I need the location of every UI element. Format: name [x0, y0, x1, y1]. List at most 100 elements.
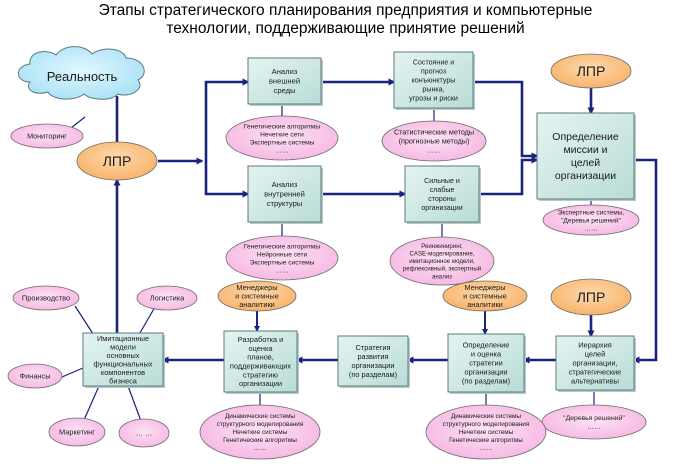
box-market-line-3: конъюнктуры [412, 76, 456, 84]
box-hierarchy-shape [555, 335, 635, 391]
orange-managers-right-line-2: и системные [463, 292, 507, 301]
box-imitation: Имитационныемоделиосновныхфункциональных… [82, 332, 165, 388]
box-strat-dev-line-1: Стратегия [355, 343, 390, 352]
lpr-mid-right: ЛПР [550, 278, 632, 316]
sat-production: Производство [12, 285, 80, 311]
sat-production-shape [12, 285, 80, 311]
ell-swot-tech: Реинжиниринг,CASE-моделирование,имитацио… [389, 236, 495, 286]
sat-production-label: Производство [22, 294, 70, 303]
box-imitation-line-1: Имитационные [97, 334, 149, 343]
diagram-title: Этапы стратегического планирования предп… [0, 2, 691, 38]
box-struct-line-2: внутренней [264, 190, 305, 199]
box-market-line-1: Состояние и [413, 58, 454, 66]
ell-dyn-right-line-5: …… [480, 445, 493, 452]
box-env-shape [247, 57, 322, 105]
box-strat-dev-line-4: (по разделам) [349, 370, 397, 379]
box-env-line-1: Анализ [272, 67, 298, 76]
box-strat-eval-line-2: и оценка [471, 350, 502, 359]
cloud-shape [17, 46, 145, 100]
box-plans-line-4: поддерживающих [230, 361, 292, 370]
box-strat-dev-line-2: развития [357, 352, 388, 361]
ell-struct-tech-line-1: Генетические алгоритмы [244, 243, 320, 250]
box-imitation-line-5: компонентов [101, 368, 145, 377]
box-env-line-2: внешней [269, 77, 300, 86]
lpr-left: ЛПР [76, 141, 158, 181]
box-plans-line-1: Разработка и [238, 335, 284, 344]
box-mission-line-1: Определение [552, 131, 619, 143]
box-market-line-2: прогноз [421, 67, 446, 75]
link-other [127, 385, 142, 422]
ell-dyn-left-line-1: Динамические системы [225, 413, 295, 420]
title-line-1: Этапы стратегического планирования предп… [98, 2, 593, 19]
arrow-market-to-mission [473, 80, 539, 160]
ell-swot-tech-line-2: CASE-моделирование, [410, 251, 475, 258]
ell-mission-tech-line-2: "Деревья решений" [561, 216, 621, 224]
ell-trees-shape [541, 404, 647, 440]
ell-swot-tech-line-1: Реинжиниринг, [421, 243, 463, 250]
ell-struct-tech-line-4: …… [275, 267, 288, 274]
ell-dyn-right-line-2: структурного моделирования [443, 421, 530, 428]
ell-env-tech-line-3: Экспертные системы [250, 139, 315, 146]
ell-trees-line-1: "Деревья решений" [563, 414, 625, 422]
sat-finance-label: Финансы [19, 372, 50, 381]
orange-managers-left-line-2: и системные [235, 292, 279, 301]
orange-managers-left-shape [217, 280, 297, 312]
ell-mission-tech-shape [542, 204, 640, 236]
ell-dyn-left-line-3: Нечеткие системы [233, 429, 288, 436]
ell-swot-tech-line-4: рефлексивный, экспертный [403, 266, 481, 273]
lpr-top-right-label: ЛПР [577, 63, 606, 79]
ell-swot-tech-shape [389, 236, 495, 286]
ell-env-tech-shape [225, 115, 339, 161]
box-swot-line-1: Сильные и [424, 177, 460, 185]
ell-struct-tech-line-2: Нейронные сети [257, 250, 308, 258]
process-boxes: АнализвнешнейсредыАнализвнутреннейструкт… [82, 51, 636, 394]
arrow-mission-to-hierarchy [632, 158, 658, 364]
lpr-top-right: ЛПР [550, 53, 632, 89]
ell-dyn-right-line-1: Динамические системы [451, 413, 521, 420]
ell-mission-tech-line-1: Экспертные системы, [558, 209, 625, 216]
ell-dyn-right-shape [425, 404, 547, 460]
ell-dyn-left-shape [199, 404, 321, 460]
ell-dyn-left-line-2: структурного моделирования [217, 421, 304, 428]
lpr-left-label: ЛПР [103, 153, 132, 169]
box-mission-shape [536, 112, 635, 200]
ell-stat-shape [381, 120, 487, 162]
lpr-top-right-shape [550, 53, 632, 89]
ell-stat-line-3: …… [427, 146, 441, 155]
sat-finance: Финансы [7, 363, 63, 389]
sat-logistics: Логистика [136, 285, 198, 311]
sat-logistics-label: Логистика [150, 294, 185, 303]
monitoring: Мониторинг [10, 123, 84, 149]
title-line-2: технологии, поддерживающие принятие реше… [166, 20, 525, 37]
box-strat-eval-shape [447, 333, 525, 393]
box-strat-eval-line-3: стратегии [469, 359, 503, 368]
box-hierarchy-line-2: целей [585, 350, 606, 359]
box-hierarchy-line-1: Иерархия [578, 341, 612, 350]
box-imitation-line-3: основных [106, 351, 139, 360]
box-plans-line-2: оценка [249, 344, 274, 353]
ell-dyn-right-line-3: Нечеткие системы [459, 429, 514, 436]
box-market: Состояние ипрогнозконъюнктурырынка,угроз… [393, 51, 475, 110]
reality-cloud: Реальность [17, 46, 145, 100]
orange-managers-left-line-1: Менеджеры [236, 283, 277, 292]
box-mission-line-4: организации [555, 170, 616, 182]
box-plans-shape [223, 330, 298, 393]
box-strat-eval-line-1: Определение [463, 341, 510, 350]
box-plans-line-5: стратегию [243, 370, 278, 379]
box-swot-line-3: стороны [428, 195, 456, 203]
box-hierarchy-line-3: организации, [572, 359, 617, 368]
ell-stat-line-1: Статистические методы [394, 128, 474, 137]
box-market-line-5: угрозы и риски [409, 94, 458, 102]
sat-marketing: Маркетинг [48, 417, 106, 447]
sat-other-label: … … [136, 429, 153, 438]
box-swot-line-4: организации [421, 204, 462, 212]
sat-logistics-shape [136, 285, 198, 311]
